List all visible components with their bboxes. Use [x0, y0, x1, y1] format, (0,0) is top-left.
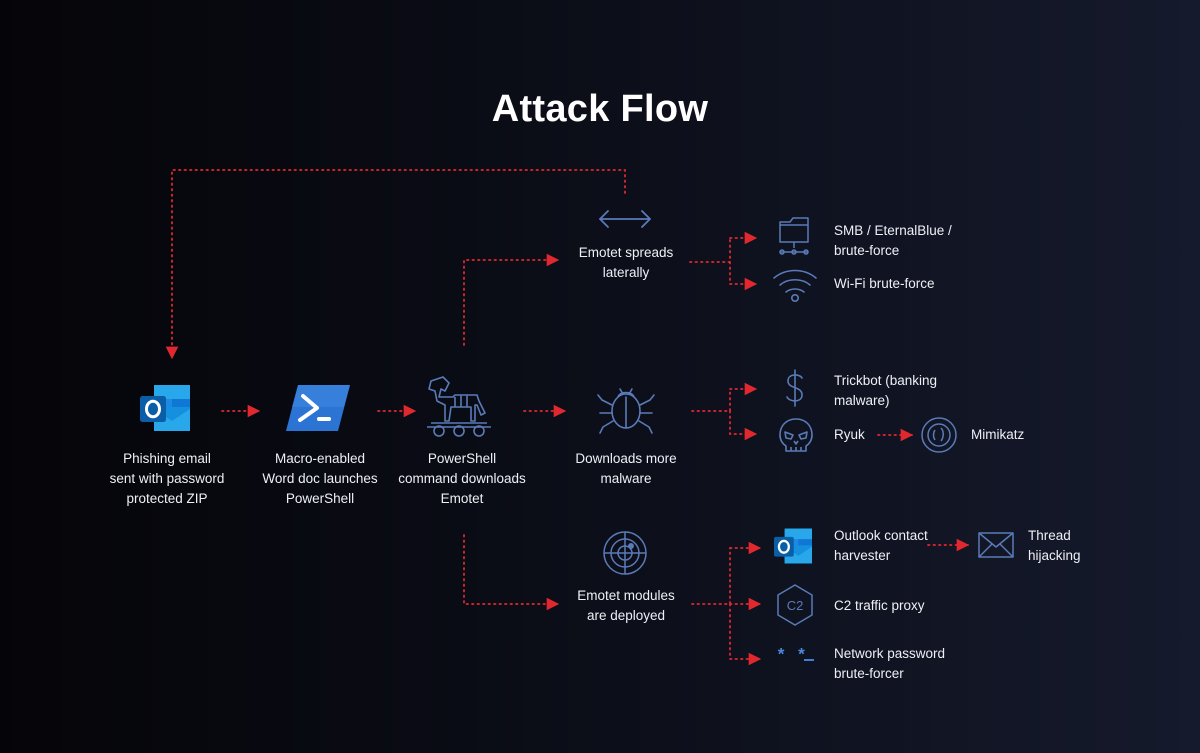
envelope-icon — [978, 532, 1014, 558]
node-label-modules: Emotet modules are deployed — [577, 588, 675, 623]
arrow-to-password — [729, 603, 762, 666]
leaf-label-thread-hijacking: Thread hijacking — [1028, 528, 1081, 563]
branch-downloads — [691, 388, 731, 412]
branch-modules — [691, 547, 731, 605]
outlook-icon — [140, 385, 190, 431]
leaf-label-password-bruteforcer: Network password brute-forcer — [834, 646, 946, 681]
arrow-to-spreads — [463, 253, 560, 346]
dollar-icon — [786, 369, 803, 407]
node-label-phishing: Phishing email sent with password protec… — [109, 451, 225, 506]
c2-hexagon-icon: C2 — [777, 584, 813, 626]
arrow-to-wifi — [729, 261, 758, 291]
leaf-label-outlook-harvester: Outlook contact harvester — [834, 528, 928, 563]
leaf-label-trickbot: Trickbot (banking malware) — [834, 373, 938, 408]
skull-icon — [779, 418, 813, 452]
kiwi-icon — [921, 417, 957, 453]
node-label-powershell: PowerShell command downloads Emotet — [398, 451, 526, 506]
arrow-to-modules — [463, 534, 560, 611]
outlook-icon — [774, 528, 812, 564]
leaf-label-ryuk: Ryuk — [834, 427, 865, 442]
diagram-title: Attack Flow — [491, 88, 709, 130]
c2-icon-text: C2 — [787, 598, 804, 613]
leaf-label-mimikatz: Mimikatz — [971, 427, 1025, 442]
arrow-to-ryuk — [729, 410, 758, 441]
node-label-downloads: Downloads more malware — [575, 451, 677, 486]
folder-network-icon — [779, 217, 809, 255]
powershell-icon — [286, 385, 350, 431]
node-label-spreads: Emotet spreads laterally — [578, 245, 674, 280]
branch-spreads — [689, 237, 731, 263]
radar-icon — [603, 531, 647, 575]
leaf-label-wifi: Wi-Fi brute-force — [834, 276, 935, 291]
wifi-icon — [773, 269, 817, 302]
loop-back-arrow — [165, 169, 626, 360]
bug-icon — [597, 388, 655, 434]
double-arrow-icon — [599, 210, 651, 228]
leaf-label-smb: SMB / EternalBlue / brute-force — [834, 223, 952, 258]
node-label-macro: Macro-enabled Word doc launches PowerShe… — [262, 451, 378, 506]
password-icon-text: * * — [776, 647, 807, 666]
leaf-label-c2-proxy: C2 traffic proxy — [834, 598, 925, 613]
trojan-horse-icon — [427, 376, 491, 437]
password-icon: * * — [776, 647, 814, 666]
